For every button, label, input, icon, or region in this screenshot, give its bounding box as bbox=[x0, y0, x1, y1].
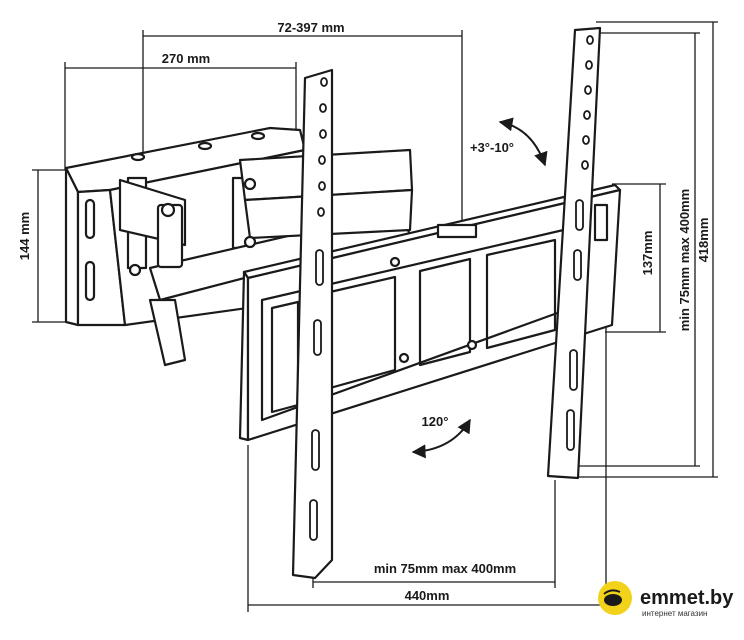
tilt-label: +3°-10° bbox=[470, 140, 514, 155]
brand-logo: emmet.by интернет магазин bbox=[598, 581, 734, 618]
vesa-horizontal-label: min 75mm max 400mm bbox=[374, 561, 516, 576]
swivel-label: 120° bbox=[422, 414, 449, 429]
swivel-arrow-icon bbox=[411, 418, 471, 459]
arm-width-label: 270 mm bbox=[162, 51, 210, 66]
brand-name: emmet.by bbox=[640, 587, 734, 609]
tv-frame bbox=[238, 183, 622, 442]
tilt-arrow-icon bbox=[498, 117, 548, 167]
arm-extension-label: 72-397 mm bbox=[277, 20, 344, 35]
wall-plate-height-label: 144 mm bbox=[17, 212, 32, 260]
total-height-label: 418mm bbox=[696, 218, 711, 263]
brand-tagline: интернет магазин bbox=[642, 609, 707, 618]
center-bar-height-label: 137mm bbox=[640, 231, 655, 276]
total-width-label: 440mm bbox=[405, 588, 450, 603]
vesa-vertical-label: min 75mm max 400mm bbox=[677, 189, 692, 331]
bracket-slots bbox=[309, 35, 594, 541]
dimension-lines bbox=[32, 21, 718, 612]
